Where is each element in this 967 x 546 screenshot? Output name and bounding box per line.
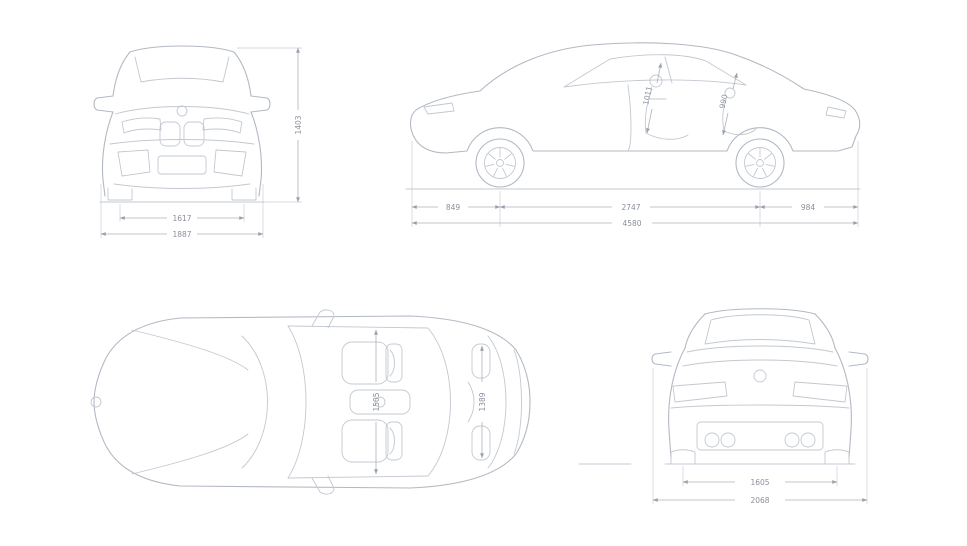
dim-interior-width-front: 1505 — [372, 392, 381, 411]
dim-interior-width-rear: 1389 — [478, 392, 487, 411]
dim-headroom-rear: 990 — [718, 93, 730, 109]
left-mirror — [93, 95, 114, 113]
left-mirror — [651, 351, 672, 367]
front-car-outline — [93, 45, 271, 203]
roof-front-edge — [287, 325, 307, 479]
side-taillight — [825, 106, 847, 119]
dim-front-track: 1617 — [172, 214, 191, 223]
dim-wheelbase: 2747 — [621, 203, 640, 212]
side-glasshouse — [563, 54, 747, 88]
top-view-drawing: 1505 1389 — [90, 309, 531, 495]
dim-overall-length: 4580 — [622, 219, 641, 228]
exhaust-tip — [800, 432, 816, 448]
left-taillight — [672, 381, 728, 403]
front-seat-left — [341, 341, 389, 385]
front-view-drawing: 1403 1617 1887 — [93, 45, 303, 239]
right-mirror — [250, 95, 271, 113]
rear-car-outline — [578, 308, 869, 465]
right-mirror — [311, 475, 335, 495]
hood-crease-top — [131, 329, 249, 371]
rear-view-drawing: 1605 2068 — [578, 308, 869, 505]
brand-roundel — [90, 396, 102, 408]
rear-headrest-left — [471, 343, 491, 379]
dim-front-width: 1887 — [172, 230, 191, 239]
left-mirror — [311, 309, 335, 329]
right-headlight — [202, 117, 243, 134]
rear-window — [427, 327, 451, 477]
top-car-outline — [90, 309, 531, 495]
center-console — [349, 389, 411, 415]
exhaust-tip — [784, 432, 800, 448]
dim-rear-overhang: 984 — [801, 203, 816, 212]
dim-front-height: 1403 — [294, 115, 303, 134]
spoiler-edge — [513, 349, 522, 455]
exhaust-tip — [720, 432, 736, 448]
dim-headroom-front: 1011 — [641, 85, 654, 106]
center-intake — [157, 155, 207, 175]
left-headlight — [121, 117, 162, 134]
kidney-grille-left — [159, 121, 181, 147]
b-pillar — [664, 56, 673, 84]
top-dimensions: 1505 1389 — [372, 329, 487, 475]
rear-wheel — [735, 138, 785, 188]
front-wheel — [475, 138, 525, 188]
dim-front-overhang: 849 — [446, 203, 461, 212]
front-seat — [644, 88, 689, 140]
dim-rear-width-mirrors: 2068 — [750, 496, 769, 505]
right-mirror — [848, 351, 869, 367]
front-dimensions: 1403 1617 1887 — [100, 47, 303, 239]
right-intake — [213, 149, 247, 177]
windshield-base — [241, 335, 268, 469]
gear-shifter — [374, 396, 386, 408]
front-seat-right — [341, 419, 389, 463]
brand-roundel — [753, 369, 767, 383]
side-car-outline — [405, 42, 861, 190]
side-dimensions: 1011 990 849 2747 984 4580 — [411, 62, 859, 228]
door-line — [627, 84, 632, 152]
rear-dimensions: 1605 2068 — [652, 368, 868, 505]
left-intake — [117, 149, 151, 177]
diffuser — [696, 421, 824, 451]
trunk-line — [487, 335, 507, 469]
hood-crease-bottom — [131, 433, 249, 475]
dim-rear-track: 1605 — [750, 478, 769, 487]
brand-roundel — [176, 105, 188, 117]
exhaust-tip — [704, 432, 720, 448]
side-headlight — [423, 102, 455, 115]
side-view-drawing: 1011 990 849 2747 984 4580 — [405, 42, 861, 228]
rear-window — [704, 314, 816, 345]
right-taillight — [792, 381, 848, 403]
kidney-grille-right — [183, 121, 205, 147]
rear-headrest-right — [471, 425, 491, 461]
